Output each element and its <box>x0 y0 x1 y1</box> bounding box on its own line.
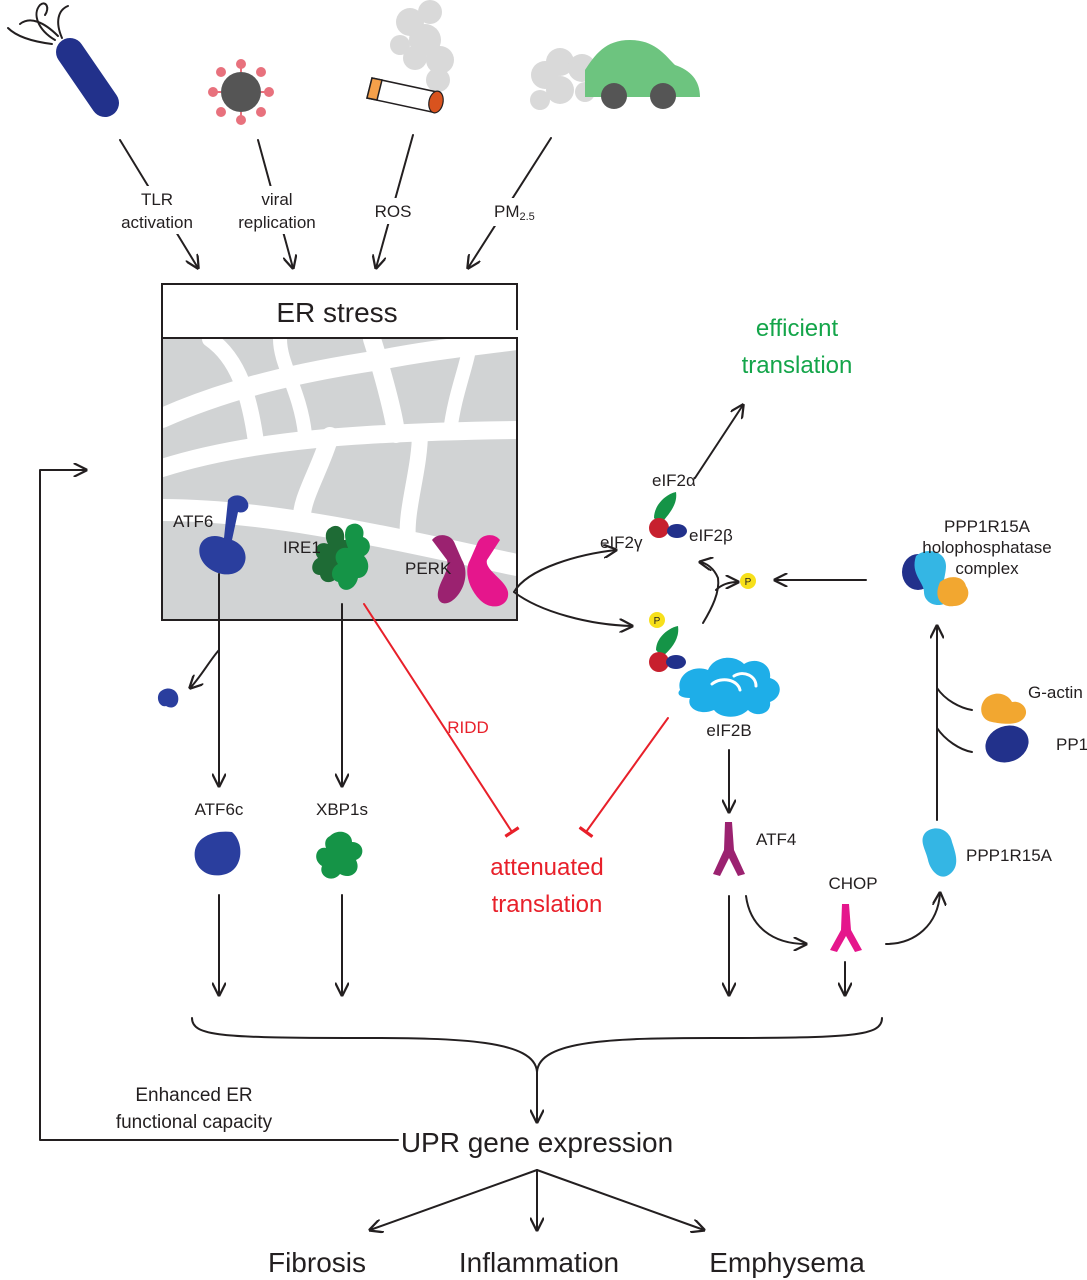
emphysema-label: Emphysema <box>709 1247 865 1278</box>
upr-gene-expression: UPR gene expression <box>401 1127 673 1158</box>
pp1-protein-icon <box>985 725 1029 763</box>
atf6-protein-icon <box>199 495 249 575</box>
holophosphatase-complex-icon <box>902 551 969 607</box>
atf6-label: ATF6 <box>173 512 213 531</box>
ridd-inhibition-line <box>363 603 520 838</box>
feedback-loop-arrow <box>39 470 399 1141</box>
released-phosphate-icon: P <box>740 573 756 589</box>
arrow-atf6-cleavage <box>190 649 220 688</box>
atf6-fragment-icon <box>157 688 179 708</box>
virus-icon <box>208 59 274 125</box>
fibrosis-label: Fibrosis <box>268 1247 366 1278</box>
ppp1r15a-protein-icon <box>922 828 957 877</box>
efficient-translation-line1: efficient <box>756 315 839 342</box>
atf6c-protein-icon <box>194 831 241 876</box>
atf4-label: ATF4 <box>756 830 796 849</box>
holophosphatase-label-line3: complex <box>955 559 1019 578</box>
gactin-protein-icon <box>981 693 1027 724</box>
eif2b-label: eIF2B <box>706 721 751 740</box>
eif2-alpha-label: eIF2α <box>652 471 696 490</box>
eif2-beta-label: eIF2β <box>689 526 733 545</box>
perk-protein-icon <box>432 535 509 607</box>
feedback-label-line2: functional capacity <box>116 1112 273 1133</box>
cigarette-icon <box>366 77 444 114</box>
svg-text:P: P <box>745 577 752 588</box>
smoke-icon <box>390 0 454 92</box>
attenuated-translation-line1: attenuated <box>490 854 603 881</box>
arrow-perk-phosphorylates-eif2 <box>513 591 632 626</box>
gactin-joining-line <box>936 687 973 711</box>
chop-protein-icon <box>830 904 862 952</box>
perk-label: PERK <box>405 559 452 578</box>
feedback-label-line1: Enhanced ER <box>135 1085 252 1106</box>
eif2-gamma-label: eIF2γ <box>600 533 643 552</box>
pp1-joining-line <box>936 727 973 753</box>
arrow-eif2-to-efficient-translation <box>694 405 743 479</box>
pp1-label: PP1 <box>1056 735 1087 754</box>
eif2-complex-icon <box>649 492 687 538</box>
viral-label-line2: replication <box>238 213 316 232</box>
bacterium-icon <box>7 2 119 117</box>
chop-label: CHOP <box>828 874 877 893</box>
arrow-upr-to-fibrosis <box>370 1169 538 1230</box>
xbp1s-protein-icon <box>316 831 363 879</box>
convergence-brace <box>191 1017 883 1073</box>
ire1-label: IRE1 <box>283 538 321 557</box>
efficient-translation-line2: translation <box>742 352 853 379</box>
atf4-protein-icon <box>713 822 745 876</box>
arrow-dephosphorylation <box>700 562 720 624</box>
ppp1r15a-label: PPP1R15A <box>966 846 1053 865</box>
tlr-label-line1: TLR <box>141 190 173 209</box>
phospho-eif2-icon: P <box>649 612 686 672</box>
er-box: ER stress <box>151 283 528 621</box>
xbp1s-label: XBP1s <box>316 800 368 819</box>
gactin-label: G-actin <box>1028 683 1083 702</box>
attenuated-translation-line2: translation <box>492 891 603 918</box>
ire1-protein-icon <box>312 523 370 590</box>
holophosphatase-label-line2: holophosphatase <box>922 538 1052 557</box>
eif2b-inhibition-line <box>578 717 669 838</box>
er-stress-title: ER stress <box>276 297 397 328</box>
eif2b-protein-icon <box>678 657 780 717</box>
arrow-chop-to-ppp1r15a <box>885 893 940 945</box>
arrow-phosphate-release <box>715 582 738 591</box>
viral-label-line1: viral <box>261 190 292 209</box>
pm-label: PM2.5 <box>494 202 535 223</box>
tlr-label-line2: activation <box>121 213 193 232</box>
ridd-label: RIDD <box>447 718 489 737</box>
car-icon <box>585 40 700 109</box>
holophosphatase-label-line1: PPP1R15A <box>944 517 1031 536</box>
arrow-upr-to-emphysema <box>536 1169 704 1230</box>
arrow-perk-to-eif2 <box>513 550 616 593</box>
svg-text:P: P <box>654 616 661 627</box>
arrow-atf4-to-chop <box>745 895 806 944</box>
ros-label: ROS <box>375 202 412 221</box>
inflammation-label: Inflammation <box>459 1247 619 1278</box>
atf6c-label: ATF6c <box>195 800 244 819</box>
